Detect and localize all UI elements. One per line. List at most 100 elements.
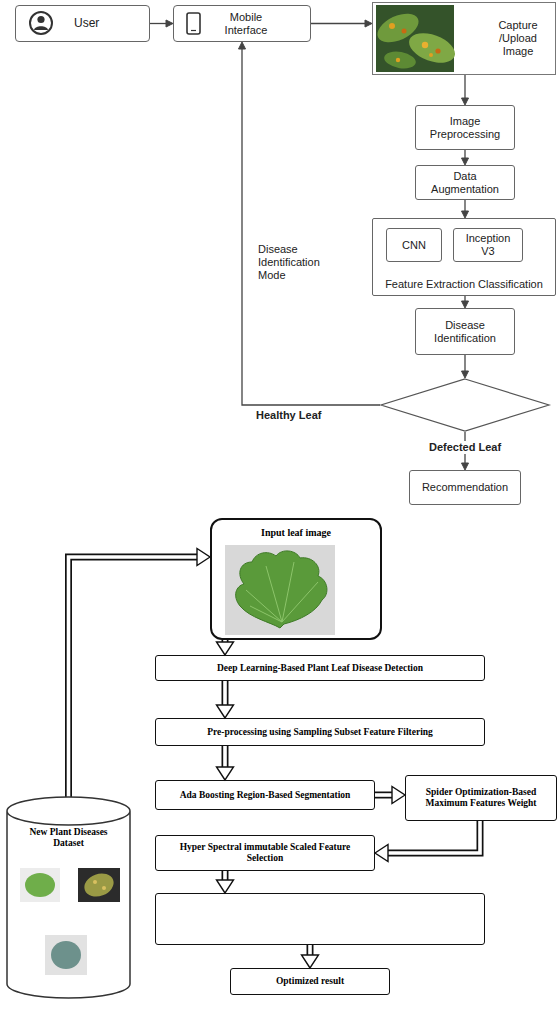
image-box: Input leaf image: [210, 518, 382, 640]
node-text: Data Augmentation: [420, 170, 510, 196]
arrow-body: [311, 23, 365, 24]
flow-arrow: [375, 787, 405, 804]
process-box: Optimized result: [230, 968, 390, 995]
arrow-head: [217, 880, 234, 893]
arrow-body: [464, 150, 465, 158]
arrow-body: [222, 746, 229, 767]
node-text: New Plant Diseases Dataset: [19, 827, 119, 849]
flow-arrow: [69, 549, 211, 798]
arrow-body: [223, 681, 227, 705]
arrow-body: [150, 23, 166, 24]
flow-arrow: [217, 746, 234, 780]
node-text: Mobile Interface: [214, 11, 278, 37]
cylinder-outline: [5, 795, 132, 1000]
arrow-head: [239, 42, 246, 49]
arrow-body: [464, 200, 465, 211]
flow-arrow: [462, 200, 469, 218]
node-text: Capture /Upload Image: [491, 19, 545, 58]
node-text: Ada Boosting Region-Based Segmentation: [180, 790, 351, 801]
dataset-thumbnails: [20, 868, 120, 975]
arrow-body: [464, 296, 465, 301]
process-box: Hyper Spectral immutable Scaled Feature …: [155, 835, 375, 871]
process-box: Ada Boosting Region-Based Segmentation: [155, 780, 375, 810]
input-box: Capture /Upload Image: [372, 2, 556, 75]
node-text: Hyper Spectral immutable Scaled Feature …: [162, 842, 368, 864]
arrow-body: [69, 557, 198, 797]
arrow-head: [462, 301, 469, 308]
arrow-head: [197, 549, 210, 566]
flow-arrow: [462, 355, 469, 378]
decision-diamond: [380, 378, 550, 432]
arrow-head: [462, 463, 469, 470]
flow-arrow: [375, 821, 480, 862]
node-text: Image Preprocessing: [420, 115, 510, 141]
arrow-head: [166, 20, 173, 27]
arrow-head: [462, 371, 469, 378]
arrow-body: [69, 557, 198, 797]
flow-arrow: [239, 42, 381, 405]
process-box: Data Augmentation: [415, 165, 515, 200]
arrow-body: [308, 945, 312, 955]
arrow-head: [462, 211, 469, 218]
flow-arrow: [217, 681, 234, 718]
arrow-body: [464, 75, 465, 98]
arrow-body: [388, 821, 480, 853]
arrow-head: [217, 705, 234, 718]
flow-arrow: [302, 945, 319, 968]
arrow-body: [375, 792, 392, 799]
node-text: Optimized result: [276, 976, 344, 987]
node-text: Feature Extraction Classification: [385, 278, 543, 291]
process-box: Disease Identification: [415, 308, 515, 355]
region-label: Disease Identification Mode: [258, 243, 342, 282]
arrow-body: [223, 746, 227, 767]
diamond-shape: [381, 379, 549, 431]
model-box: Inception V3: [453, 228, 523, 262]
diamond-outline: [380, 378, 550, 432]
node-text: Pre-processing using Sampling Subset Fea…: [207, 727, 433, 738]
edge-label: Healthy Leaf: [254, 409, 323, 422]
process-box: Recommendation: [409, 470, 521, 505]
cylinder-shape: [7, 797, 130, 998]
model-box: CNN: [386, 228, 442, 262]
node-text: CNN: [402, 239, 426, 252]
arrow-head: [217, 642, 234, 655]
node-text: Spider Optimization-Based Maximum Featur…: [412, 787, 550, 809]
diseased-leaf-photo: [373, 5, 459, 72]
flow-arrow: [462, 150, 469, 165]
flow-arrow: [217, 871, 234, 893]
arrow-body: [222, 681, 229, 705]
database-cylinder: New Plant Diseases Dataset: [5, 795, 132, 1000]
process-box: Image Preprocessing: [415, 105, 515, 150]
flow-arrow: [462, 296, 469, 308]
arrow-head: [392, 787, 405, 804]
group-box: Feature Extraction Classification CNN Ince…: [372, 218, 556, 296]
phone-icon: [187, 13, 200, 34]
arrow-head: [462, 98, 469, 105]
arrow-body: [375, 793, 392, 797]
arrow-head: [365, 20, 372, 27]
flow-arrow: [217, 640, 234, 655]
node-text: User: [74, 17, 99, 30]
node-text: Deep Learning-Based Plant Leaf Disease D…: [217, 663, 423, 674]
arrow-body: [307, 945, 314, 955]
leaf-photo: [225, 545, 335, 635]
user-icon: [30, 12, 52, 34]
flow-arrow: [462, 75, 469, 105]
node-text: Inception V3: [460, 232, 516, 258]
process-box: Deep Learning-Based Plant Leaf Disease D…: [155, 655, 485, 681]
arrow-body: [242, 49, 380, 405]
node-text: Input leaf image: [261, 527, 331, 538]
interface-box: Mobile Interface: [173, 5, 311, 42]
arrow-head: [462, 158, 469, 165]
arrow-body: [222, 871, 229, 880]
actor-box: User: [15, 5, 150, 42]
arrow-body: [223, 871, 227, 880]
process-box: Spider Optimization-Based Maximum Featur…: [405, 775, 557, 821]
arrow-body: [464, 355, 465, 371]
arrow-head: [217, 767, 234, 780]
arrow-head: [375, 845, 388, 862]
